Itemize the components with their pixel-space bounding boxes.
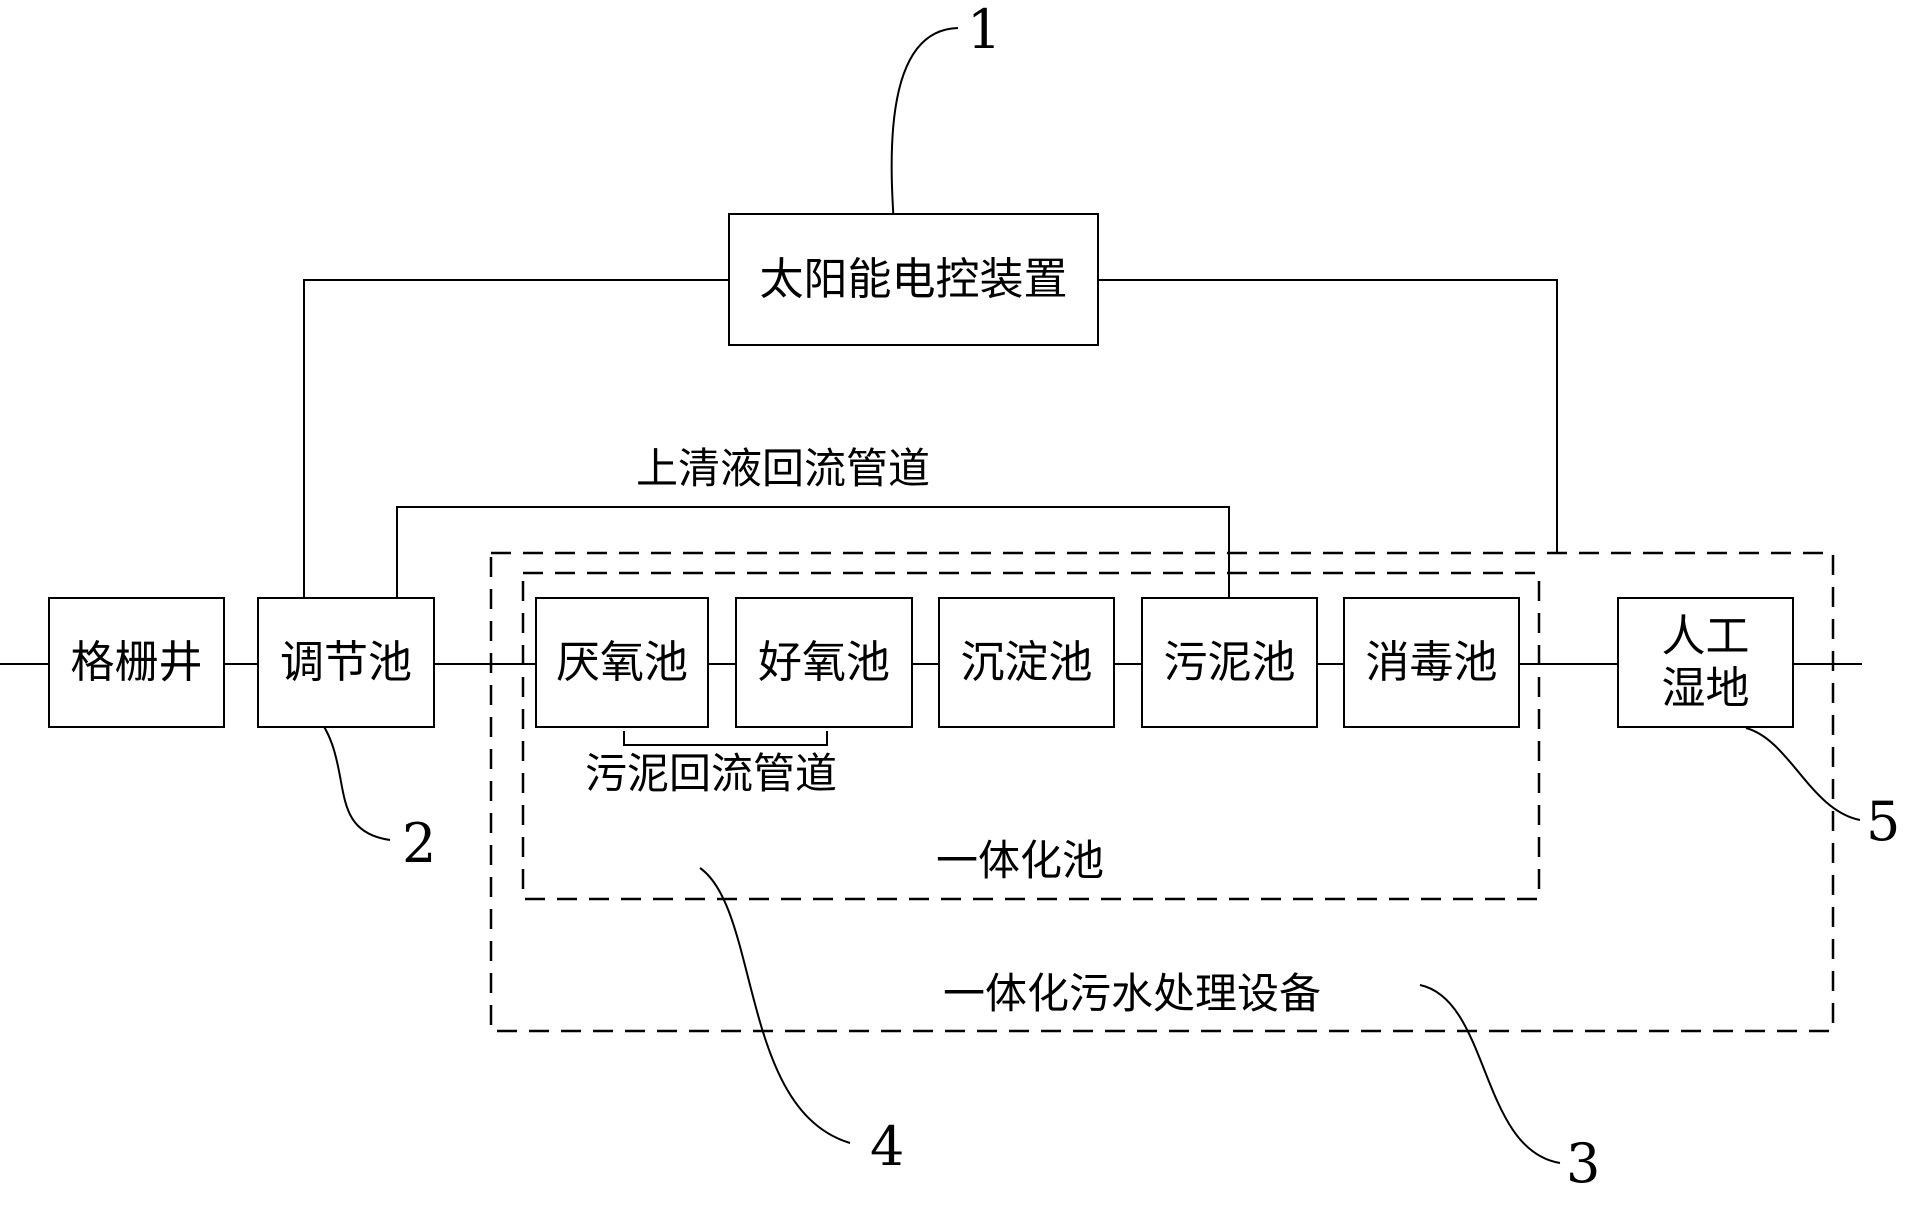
integrated-equipment-boundary [489, 551, 1835, 1033]
solar-control-device-box: 太阳能电控装置 [728, 213, 1099, 346]
callout-number-1: 1 [967, 0, 1002, 61]
anaerobic-tank-box: 厌氧池 [535, 597, 709, 728]
callout-5-leader [1745, 727, 1861, 821]
integrated-tank-label: 一体化池 [936, 836, 1105, 885]
disinfection-tank-box: 消毒池 [1343, 597, 1520, 728]
callout-3-leader [1419, 984, 1561, 1164]
sludge-return-pipe [623, 731, 828, 746]
settling-tank-box: 沉淀池 [938, 597, 1115, 728]
callout-number-4: 4 [870, 1115, 905, 1178]
callout-number-5: 5 [1866, 790, 1901, 853]
supernatant-return-pipe-label: 上清液回流管道 [636, 444, 931, 493]
callout-number-3: 3 [1566, 1132, 1601, 1195]
constructed-wetland-box: 人工 湿地 [1617, 597, 1794, 728]
integrated-equipment-label: 一体化污水处理设备 [943, 969, 1322, 1018]
sludge-tank-box: 污泥池 [1141, 597, 1318, 728]
grille-well-box: 格栅井 [48, 597, 225, 728]
regulating-tank-box: 调节池 [257, 597, 435, 728]
callout-4-leader [699, 867, 851, 1144]
sludge-return-pipe-label: 污泥回流管道 [585, 749, 838, 798]
callout-number-2: 2 [402, 812, 437, 875]
solar-wire-left [303, 279, 728, 597]
aerobic-tank-box: 好氧池 [735, 597, 913, 728]
solar-wire-right [1099, 279, 1558, 553]
